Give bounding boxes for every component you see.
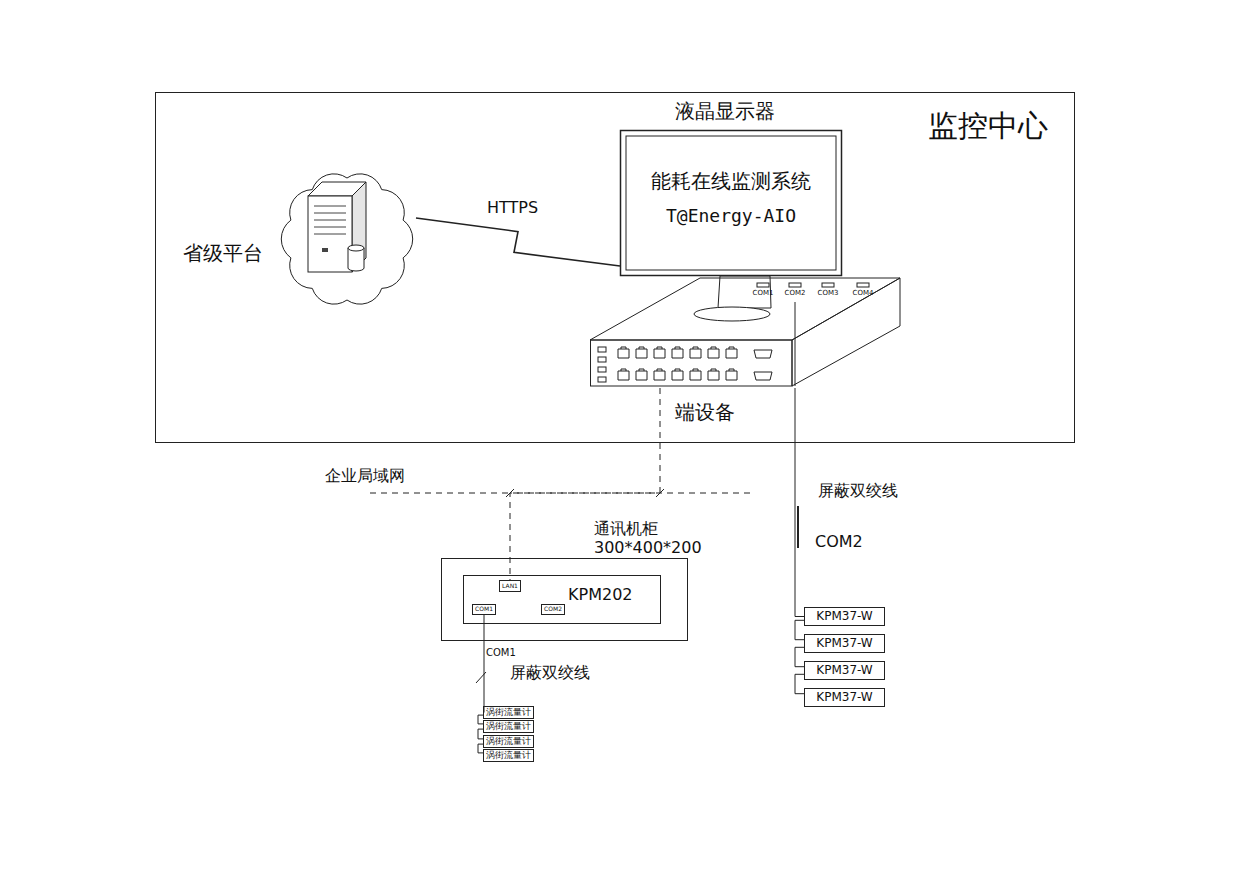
text-anchor: COM1 bbox=[473, 605, 495, 614]
port-label: COM2 bbox=[781, 289, 809, 297]
device-box: KPM37-W bbox=[804, 607, 885, 626]
box-label: KPM37-W bbox=[816, 664, 872, 678]
text-anchor: 监控中心 bbox=[928, 109, 1048, 144]
node-title: 端设备 bbox=[675, 401, 735, 424]
text-anchor: COM2 bbox=[542, 605, 564, 614]
box-label: 涡街流量计 bbox=[486, 721, 531, 731]
monitor-shape bbox=[620, 130, 842, 276]
box-label: COM2 bbox=[544, 606, 562, 613]
protocol-label: HTTPS bbox=[487, 199, 538, 217]
text-anchor: 能耗在线监测系统 bbox=[620, 170, 842, 193]
device-box: KPM37-W bbox=[804, 688, 885, 707]
text-anchor: 液晶显示器 bbox=[675, 100, 775, 123]
text-anchor: 通讯机柜 bbox=[594, 519, 658, 538]
port-label: COM1 bbox=[486, 647, 516, 659]
text-anchor: 涡街流量计 bbox=[484, 721, 533, 732]
monitor-node: 液晶显示器能耗在线监测系统T@Energy-AIO bbox=[620, 130, 842, 276]
text-anchor: 省级平台 bbox=[183, 242, 263, 265]
device-box: COM2 bbox=[541, 604, 565, 615]
port-label: COM1 bbox=[749, 289, 777, 297]
node-title: 300*400*200 bbox=[594, 539, 702, 557]
device-box: 涡街流量计 bbox=[483, 720, 534, 733]
device-box: COM1 bbox=[472, 604, 496, 615]
bus-cable bbox=[483, 615, 484, 713]
text-anchor: KPM37-W bbox=[805, 662, 884, 679]
bus-cable bbox=[795, 388, 804, 617]
lightning-link bbox=[416, 218, 620, 266]
box-label: KPM37-W bbox=[816, 637, 872, 651]
cable-mark bbox=[797, 506, 799, 548]
box-label: COM1 bbox=[475, 606, 493, 613]
group-box: KPM202 LAN1COM1 COM2 bbox=[463, 575, 661, 624]
cable-label: 屏蔽双绞线 bbox=[818, 482, 898, 500]
node-title: 通讯机柜 bbox=[594, 520, 658, 538]
node-title: 监控中心 bbox=[928, 109, 1048, 144]
node-title: 省级平台 bbox=[183, 242, 263, 265]
bus-cable bbox=[795, 647, 804, 666]
text-anchor: KPM202 bbox=[568, 585, 632, 604]
text-anchor: 涡街流量计 bbox=[484, 750, 533, 761]
device-box: KPM37-W bbox=[804, 661, 885, 680]
network-label: 企业局域网 bbox=[325, 467, 405, 485]
device-box: 涡街流量计 bbox=[483, 706, 534, 719]
port-label: COM4 bbox=[849, 289, 877, 297]
node-title: T@Energy-AIO bbox=[666, 206, 796, 227]
text-anchor: KPM37-W bbox=[805, 635, 884, 652]
box-label: KPM37-W bbox=[816, 691, 872, 705]
cloud-node: 省级平台 bbox=[278, 168, 416, 310]
text-anchor: 300*400*200 bbox=[594, 538, 702, 557]
bus-cable bbox=[795, 674, 804, 693]
text-anchor: 涡街流量计 bbox=[484, 736, 533, 747]
group-box: 监控中心省级平台 液晶显示器能耗在线监测系统 T@Energy-AIO 端设备 bbox=[155, 92, 1075, 443]
device-box: KPM37-W bbox=[804, 634, 885, 653]
device-box: LAN1 bbox=[499, 580, 521, 592]
text-anchor: KPM37-W bbox=[805, 608, 884, 625]
device-box: 涡街流量计 bbox=[483, 735, 534, 748]
node-title: 能耗在线监测系统 bbox=[651, 170, 811, 193]
text-anchor: 涡街流量计 bbox=[484, 707, 533, 718]
box-label: 涡街流量计 bbox=[486, 750, 531, 760]
text-anchor: T@Energy-AIO bbox=[620, 206, 842, 227]
node-title: KPM202 bbox=[568, 586, 632, 604]
device-box: 涡街流量计 bbox=[483, 749, 534, 762]
bus-cable bbox=[795, 620, 804, 639]
box-label: LAN1 bbox=[502, 583, 518, 590]
cable-label: 屏蔽双绞线 bbox=[510, 664, 590, 682]
group-box: 通讯机柜300*400*200KPM202LAN1COM1COM2 bbox=[441, 558, 688, 641]
port-label: COM3 bbox=[814, 289, 842, 297]
text-anchor: KPM37-W bbox=[805, 689, 884, 706]
box-label: 涡街流量计 bbox=[486, 736, 531, 746]
text-anchor: 端设备 bbox=[675, 401, 735, 424]
text-anchor: LAN1 bbox=[500, 581, 520, 591]
box-label: KPM37-W bbox=[816, 610, 872, 624]
node-title: 液晶显示器 bbox=[675, 100, 775, 123]
cloud-shape bbox=[278, 168, 416, 310]
port-label: COM2 bbox=[815, 533, 863, 551]
box-label: 涡街流量计 bbox=[486, 707, 531, 717]
